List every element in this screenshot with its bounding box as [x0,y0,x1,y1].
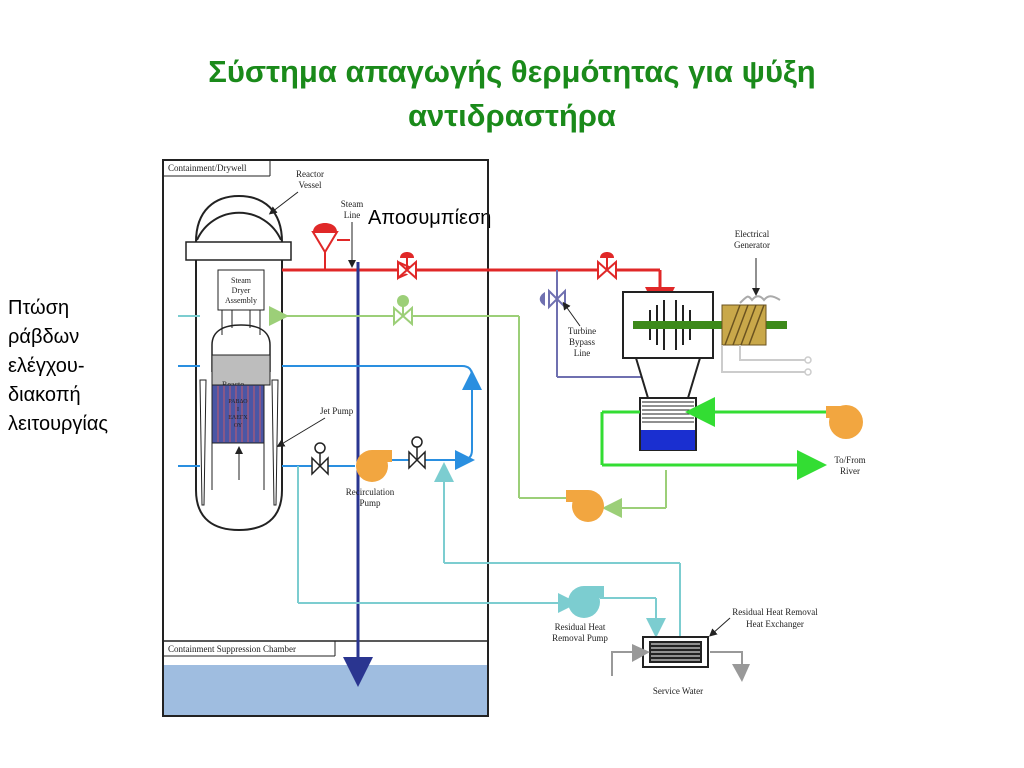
rod-drop-line-5: λειτουργίας [8,413,109,435]
suppression-pool [164,665,487,715]
jet-pump-left [199,379,207,506]
bypass-label-1: Turbine [568,326,596,336]
rod-drop-line-2: ράβδων [8,326,80,348]
title-line-1: Σύστημα απαγωγής θερμότητας για ψύξη [208,54,816,89]
condenser-water [641,430,695,450]
suppression-chamber: Containment Suppression Chamber [163,640,488,715]
bypass-label-3: Line [574,348,591,358]
steam-dryer-label-1: Steam [231,276,252,285]
steam-valve-2 [597,252,617,281]
page-title: Σύστημα απαγωγής θερμότητας για ψύξη αντ… [0,50,1024,138]
recirc-valve-1 [311,442,329,476]
reactor-vessel-label-2: Vessel [299,180,322,190]
feedwater-line [178,295,667,522]
core-text-2: Ι [237,407,239,413]
rhr-pump-label-1: Residual Heat [555,622,606,632]
rhr-hx-label-1: Residual Heat Removal [732,607,818,617]
river-cooling-loop: To/From River [600,397,866,480]
river-label-2: River [840,466,860,476]
rod-drop-line-3: ελέγχου- [8,355,85,377]
recirculation-loop: Recirculation Pump Jet Pump [178,365,482,508]
steam-line-label-1: Steam [341,199,364,209]
reactor-core [211,384,265,444]
bypass-label-2: Bypass [569,337,596,347]
containment-drywell-label: Containment/Drywell [168,163,247,173]
steam-dryer-label-2: Dryer [232,286,251,295]
electrical-generator: Electrical Generator [721,229,812,376]
rhr-heat-exchanger: Service Water Residual Heat Removal Heat… [611,607,818,696]
recirc-pump-label-1: Recirculation [346,487,395,497]
steam-valve-1 [397,252,419,281]
rhr-loop: Residual Heat Removal Pump [297,462,681,643]
steam-line-label-2: Line [344,210,361,220]
reactor-vessel-label-1: Reactor [296,169,324,179]
recirculation-pump [356,450,392,482]
generator-label-1: Electrical [735,229,770,239]
rod-drop-note: Πτώση ράβδων ελέγχου- διακοπή λειτουργία… [8,294,108,439]
river-pump [826,405,863,439]
turbine-shaft [633,321,787,329]
core-text-3: ΕΛΕΓΧ [228,415,248,421]
title-line-2: αντιδραστήρα [408,98,616,133]
jet-pump-label: Jet Pump [320,406,354,416]
containment-drywell: Containment/Drywell [162,159,489,717]
depressurization-label: Αποσυμπίεση [368,207,492,229]
steam-dryer-label-3: Assembly [225,296,257,305]
suppression-chamber-label: Containment Suppression Chamber [168,644,296,654]
rhr-pump-label-2: Removal Pump [552,633,608,643]
rhr-hx-label-2: Heat Exchanger [746,619,804,629]
generator-label-2: Generator [734,240,770,250]
srv-valve [311,223,350,254]
service-water-label: Service Water [653,686,703,696]
rod-drop-line-1: Πτώση [8,297,70,319]
recirc-pump-label-2: Pump [359,498,381,508]
reactor-vessel: Steam Dryer Assembly Reacto ΡΑΒΔΟ Ι ΕΛΕΓ… [185,194,292,532]
main-steam-line [282,223,675,317]
rod-drop-line-4: διακοπή [8,384,81,406]
river-label-1: To/From [834,455,865,465]
jet-pump-right [271,379,279,506]
core-text-1: ΡΑΒΔΟ [228,399,248,405]
feedwater-pump [566,490,604,522]
feedwater-valve [393,295,413,327]
rhr-pump [568,586,604,618]
core-text-4: ΟΥ [234,423,243,429]
recirc-valve-2 [408,436,426,470]
